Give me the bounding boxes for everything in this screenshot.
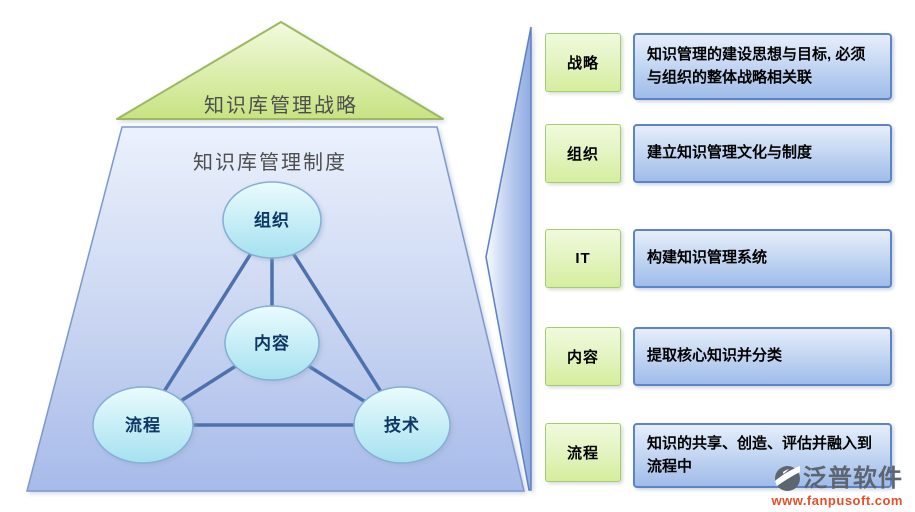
legend-label-content: 内容 — [545, 327, 621, 386]
watermark-brand-line: 泛普软件 — [771, 465, 903, 492]
node-content — [224, 305, 320, 381]
legend-desc-strategy-text: 知识管理的建设思想与目标, 必须与组织的整体战略相关联 — [647, 46, 866, 86]
node-organization-label: 组织 — [254, 210, 290, 230]
legend-row-it: IT 构建知识管理系统 — [545, 229, 892, 288]
legend-label-organization-text: 组织 — [566, 146, 599, 163]
legend-desc-strategy: 知识管理的建设思想与目标, 必须与组织的整体战略相关联 — [633, 33, 892, 100]
legend-label-strategy: 战略 — [545, 33, 621, 92]
legend-label-it: IT — [545, 229, 621, 288]
legend-row-content: 内容 提取核心知识并分类 — [545, 327, 892, 386]
legend-row-strategy: 战略 知识管理的建设思想与目标, 必须与组织的整体战略相关联 — [545, 33, 892, 100]
legend-desc-it: 构建知识管理系统 — [633, 229, 892, 288]
legend-desc-content: 提取核心知识并分类 — [633, 327, 892, 386]
watermark-url: www.fanpusoft.com — [771, 493, 903, 508]
legend-desc-it-text: 构建知识管理系统 — [647, 249, 768, 267]
node-process — [92, 386, 194, 464]
fanpu-logo-icon — [775, 466, 800, 491]
pyramid-body-label: 知识库管理制度 — [193, 151, 347, 174]
knowledge-pyramid-diagram: 知识库管理战略 知识库管理制度 组织 内容 流程 技术 — [26, 21, 532, 492]
legend-desc-content-text: 提取核心知识并分类 — [647, 347, 783, 365]
watermark: 泛普软件 www.fanpusoft.com — [771, 465, 903, 507]
legend-label-process-text: 流程 — [566, 445, 599, 462]
legend-desc-process: 知识的共享、创造、评估并融入到流程中 — [633, 423, 892, 488]
watermark-brand-text: 泛普软件 — [803, 464, 903, 492]
legend-label-organization: 组织 — [545, 124, 621, 183]
legend-desc-process-text: 知识的共享、创造、评估并融入到流程中 — [647, 435, 873, 475]
node-technology — [353, 386, 451, 464]
node-organization — [222, 181, 322, 259]
legend-label-strategy-text: 战略 — [566, 55, 599, 72]
node-content-label: 内容 — [254, 333, 290, 353]
legend-label-it-text: IT — [575, 250, 591, 267]
node-technology-label: 技术 — [384, 415, 420, 435]
legend-label-process: 流程 — [545, 423, 621, 482]
legend-label-content-text: 内容 — [566, 349, 599, 366]
node-process-label: 流程 — [125, 415, 161, 435]
legend-desc-organization-text: 建立知识管理文化与制度 — [647, 144, 813, 162]
connector-chevron-shape — [485, 26, 532, 491]
legend-row-process: 流程 知识的共享、创造、评估并融入到流程中 — [545, 423, 892, 488]
pyramid-roof-shape — [116, 21, 444, 120]
legend-row-organization: 组织 建立知识管理文化与制度 — [545, 124, 892, 183]
legend-desc-organization: 建立知识管理文化与制度 — [633, 124, 892, 183]
pyramid-roof-label: 知识库管理战略 — [204, 94, 358, 117]
